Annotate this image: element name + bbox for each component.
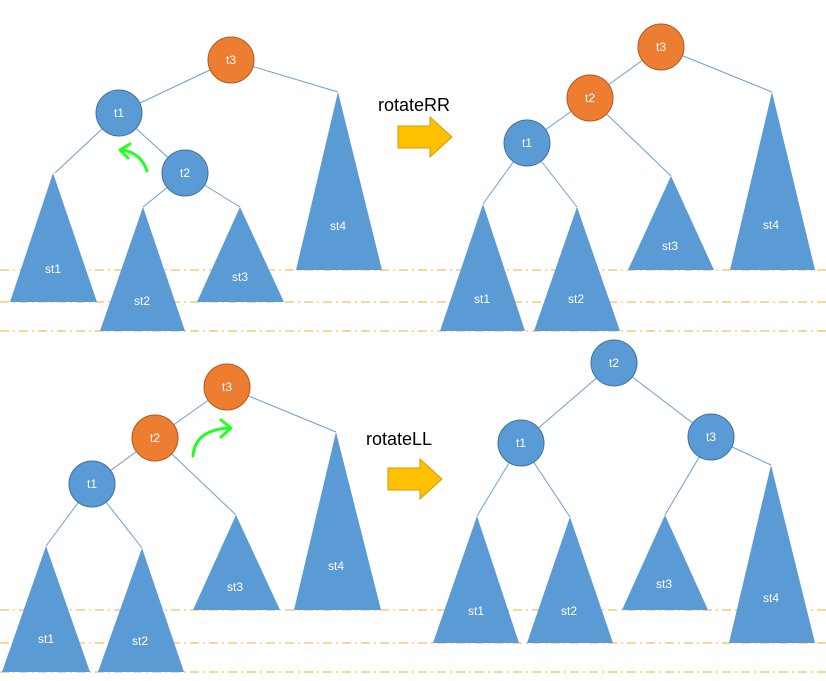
subtree-st3 (628, 176, 714, 270)
subtree-label-st2: st2 (561, 604, 577, 618)
subtree-label-st3: st3 (656, 577, 672, 591)
subtree-label-st3: st3 (227, 580, 243, 594)
subtree-st2 (534, 207, 620, 331)
subtree-st2 (98, 548, 184, 672)
operation-label-rotate-ll: rotateLL (366, 429, 432, 449)
node-t2 (131, 414, 179, 462)
panel-ll-before: st1 st2 st3 st4 t3 t2 t1 (2, 363, 381, 672)
node-label-t2: t2 (585, 91, 595, 105)
subtree-label-st3: st3 (662, 239, 678, 253)
node-t2 (590, 339, 638, 387)
subtree-label-st4: st4 (763, 218, 779, 232)
subtree-st1 (433, 516, 519, 643)
subtree-label-st4: st4 (328, 559, 344, 573)
subtree-st4 (296, 92, 382, 270)
subtree-label-st2: st2 (568, 292, 584, 306)
node-label-t2: t2 (609, 356, 619, 370)
subtree-label-st2: st2 (134, 294, 150, 308)
panel-rr-after: st1 st2 st3 st4 t3 t2 t1 (440, 23, 815, 331)
node-label-t1: t1 (114, 106, 124, 120)
node-label-t1: t1 (516, 436, 526, 450)
transform-rotate-ll: rotateLL (366, 429, 443, 501)
node-t1 (497, 419, 545, 467)
panel-rr-before: st1 st2 st3 st4 t3 t1 t2 (10, 36, 382, 331)
node-label-t1: t1 (522, 136, 532, 150)
subtree-st2 (527, 517, 613, 643)
node-t1 (503, 119, 551, 167)
transform-rotate-rr: rotateRR (378, 95, 453, 159)
arrow-right-icon (387, 457, 443, 501)
subtree-st3 (622, 515, 708, 610)
subtree-st3 (193, 515, 280, 610)
subtree-label-st3: st3 (232, 270, 248, 284)
operation-label-rotate-rr: rotateRR (378, 95, 450, 115)
subtree-label-st4: st4 (330, 219, 346, 233)
subtree-st1 (10, 173, 97, 302)
subtree-st1 (440, 204, 525, 331)
subtree-label-st1: st1 (38, 632, 54, 646)
subtree-st3 (197, 207, 284, 302)
subtree-label-st1: st1 (468, 604, 484, 618)
node-t3 (637, 23, 685, 71)
curved-arrow-icon (191, 418, 233, 458)
node-t2 (161, 149, 209, 197)
subtree-label-st1: st1 (45, 262, 61, 276)
subtree-st4 (294, 432, 381, 610)
node-label-t3: t3 (226, 53, 236, 67)
subtree-st4 (729, 465, 815, 643)
node-t2 (566, 74, 614, 122)
node-label-t3: t3 (706, 430, 716, 444)
node-label-t2: t2 (180, 166, 190, 180)
node-t1 (68, 460, 116, 508)
node-label-t3: t3 (656, 40, 666, 54)
node-t3 (207, 36, 255, 84)
arrow-right-icon (397, 115, 453, 159)
node-t3 (687, 413, 735, 461)
node-t1 (95, 89, 143, 137)
node-label-t2: t2 (150, 431, 160, 445)
subtree-label-st2: st2 (132, 634, 148, 648)
panel-ll-after: st1 st2 st3 st4 t2 t1 t3 (433, 339, 815, 643)
subtree-st4 (730, 92, 815, 270)
subtree-st1 (2, 546, 90, 672)
node-label-t3: t3 (222, 380, 232, 394)
subtree-label-st4: st4 (763, 591, 779, 605)
node-label-t1: t1 (87, 477, 97, 491)
node-t3 (203, 363, 251, 411)
subtree-label-st1: st1 (474, 292, 490, 306)
subtree-st2 (100, 207, 185, 331)
curved-arrow-icon (118, 142, 149, 173)
